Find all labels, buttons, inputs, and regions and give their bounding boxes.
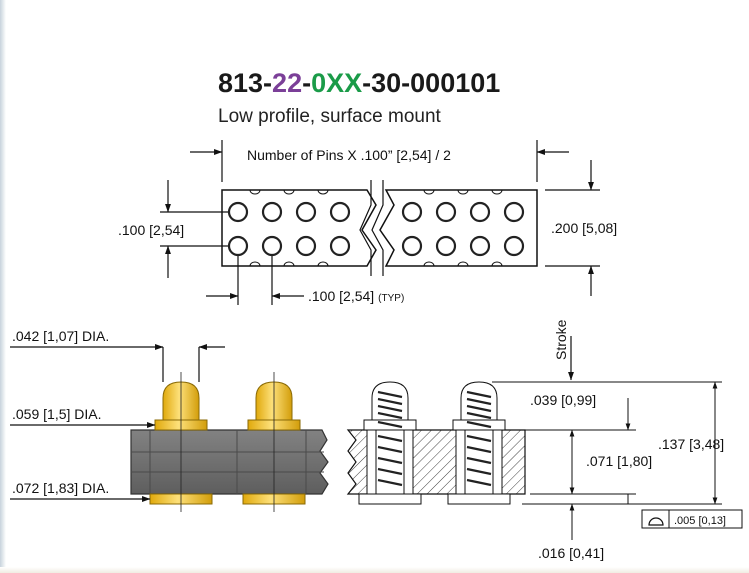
length-dimension <box>190 140 569 182</box>
profile-of-surface-icon <box>648 517 664 526</box>
diameter-callouts <box>10 344 225 502</box>
top-view-holes <box>227 201 525 257</box>
pin-hole <box>401 235 423 257</box>
section-contact <box>447 381 511 505</box>
top-view-housing-right <box>379 189 538 267</box>
pin-hole <box>295 201 317 223</box>
height-dimensions <box>492 381 722 540</box>
part-number-segment-rows: 22 <box>272 68 303 98</box>
stroke-label: Stroke <box>553 319 569 360</box>
plunger-height-label: .039 [0,99] <box>530 392 596 408</box>
background-edge-left <box>0 0 6 573</box>
width-dimension <box>545 160 600 296</box>
break-line <box>359 180 372 276</box>
pin-hole <box>329 235 351 257</box>
pin-hole <box>435 201 457 223</box>
overall-height-label: .137 [3,48] <box>658 436 724 452</box>
top-view-housing-left <box>221 189 377 267</box>
background-edge-bottom <box>0 567 749 573</box>
length-dimension-label: Number of Pins X .100” [2,54] / 2 <box>247 147 451 163</box>
body-height-label: .071 [1,80] <box>586 453 652 469</box>
pin-hole <box>503 235 525 257</box>
width-label: .200 [5,08] <box>551 220 617 236</box>
pin-pitch-dimension <box>206 256 304 305</box>
top-view-edge-notches <box>249 189 503 267</box>
tip-diameter-label: .042 [1,07] DIA. <box>12 328 109 344</box>
section-contact <box>358 381 422 505</box>
pin-hole <box>401 201 423 223</box>
pin-hole <box>503 201 525 223</box>
pin-pitch-label: .100 [2,54](TYP) <box>308 288 404 304</box>
row-pitch-dimension <box>160 180 228 278</box>
insulator-body <box>130 429 329 495</box>
flatness-label: .005 [0,13] <box>674 515 726 527</box>
pin-hole <box>227 201 249 223</box>
pin-hole <box>261 235 283 257</box>
pin-hole <box>329 201 351 223</box>
side-view <box>130 372 329 512</box>
part-number-segment-suffix: -30-000101 <box>362 68 501 98</box>
pin-hole <box>227 235 249 257</box>
plunger-diameter-label: .059 [1,5] DIA. <box>12 406 102 422</box>
part-number-segment-series: 813- <box>218 68 273 98</box>
part-number-segment-pins: 0XX <box>311 68 363 98</box>
break-line <box>371 180 384 276</box>
pin-hole <box>469 201 491 223</box>
row-pitch-label: .100 [2,54] <box>118 222 184 238</box>
sleeve-diameter-label: .072 [1,83] DIA. <box>12 480 109 496</box>
base-height-label: .016 [0,41] <box>538 545 604 561</box>
part-number-segment-dash: - <box>302 68 312 98</box>
part-number-title: 813-22-0XX-30-000101 <box>218 68 500 99</box>
top-view <box>221 180 538 276</box>
pin-hole <box>261 201 283 223</box>
subtitle: Low profile, surface mount <box>218 106 441 127</box>
pin-hole <box>435 235 457 257</box>
pin-hole <box>295 235 317 257</box>
flatness-tolerance-frame: .005 [0,13] <box>641 509 743 529</box>
section-view <box>346 381 526 505</box>
pin-hole <box>469 235 491 257</box>
